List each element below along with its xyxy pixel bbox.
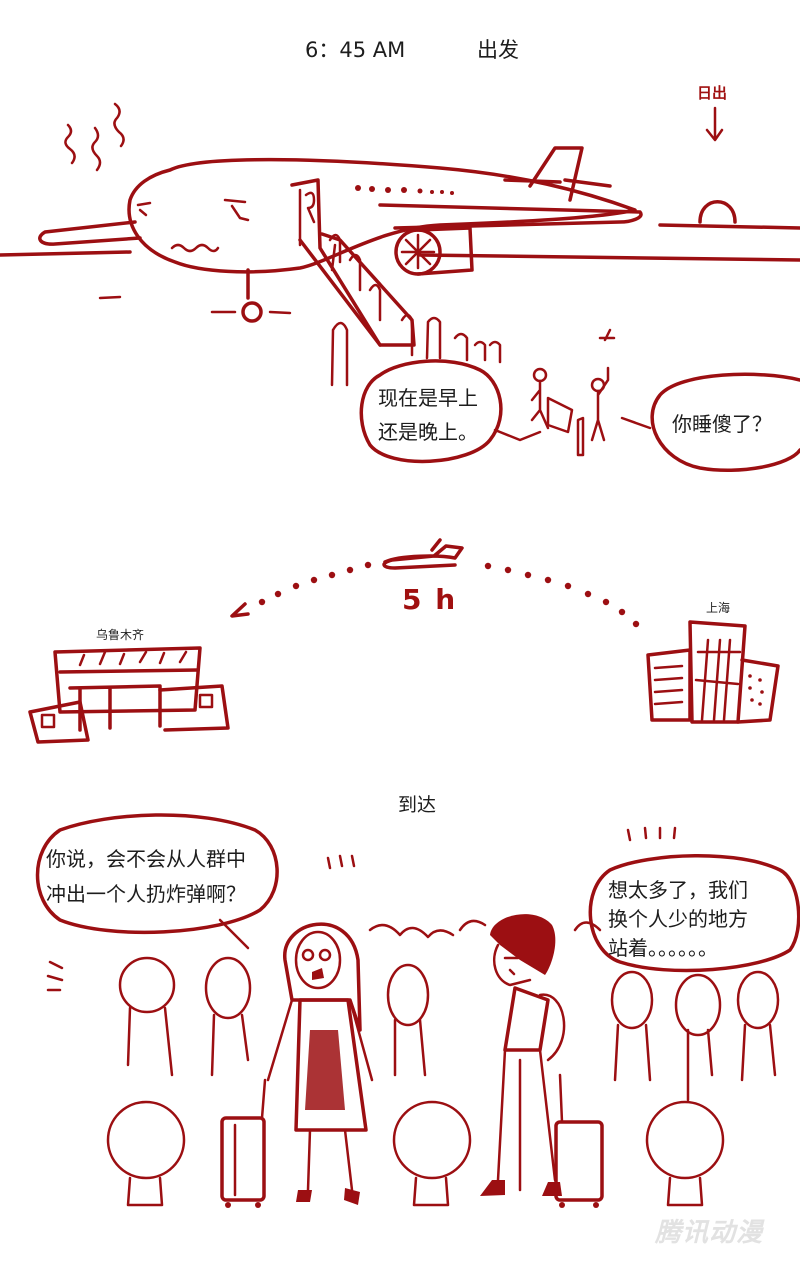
sunrise-icon [658, 106, 800, 230]
crowd-icon [46, 919, 780, 1207]
girl-character-icon [220, 922, 374, 1208]
bubble-overthink-line1: 想太多了，我们 [608, 878, 748, 902]
departure-caption: 出发 [477, 38, 519, 62]
bubble-morning-line1: 现在是早上 [378, 386, 478, 410]
speech-bubble-arrival-left-outline [35, 813, 356, 950]
urumqi-building-icon [28, 646, 230, 744]
flight-duration: 5 h [402, 583, 458, 616]
bubble-overthink-line3: 站着。。。。。。 [608, 936, 718, 960]
speech-bubble-arrival-right-outline [588, 826, 800, 973]
watermark-logo: 腾讯动漫 [655, 1218, 764, 1248]
sunrise-label: 日出 [697, 84, 728, 102]
destination-city-label: 乌鲁木齐 [96, 628, 145, 642]
bubble-morning-line2: 还是晚上。 [378, 420, 478, 444]
bubble-sleepy-text: 你睡傻了？ [672, 412, 772, 436]
airplane-icon [0, 102, 800, 387]
bubble-bomb-line2: 冲出一个人扔炸弹啊？ [46, 882, 246, 906]
boy-character-icon [480, 914, 604, 1208]
departure-time: 6：45 AM [305, 38, 406, 62]
bubble-overthink-line2: 换个人少的地方 [608, 907, 748, 931]
arrival-caption: 到达 [398, 794, 437, 816]
shanghai-buildings-icon [646, 620, 780, 724]
speech-bubble-right-outline [620, 372, 800, 472]
origin-city-label: 上海 [706, 601, 731, 615]
speech-bubble-left-outline [359, 359, 542, 464]
flight-path-icon [230, 538, 640, 628]
bubble-bomb-line1: 你说，会不会从人群中 [46, 847, 246, 871]
travelers-icon [530, 328, 616, 457]
